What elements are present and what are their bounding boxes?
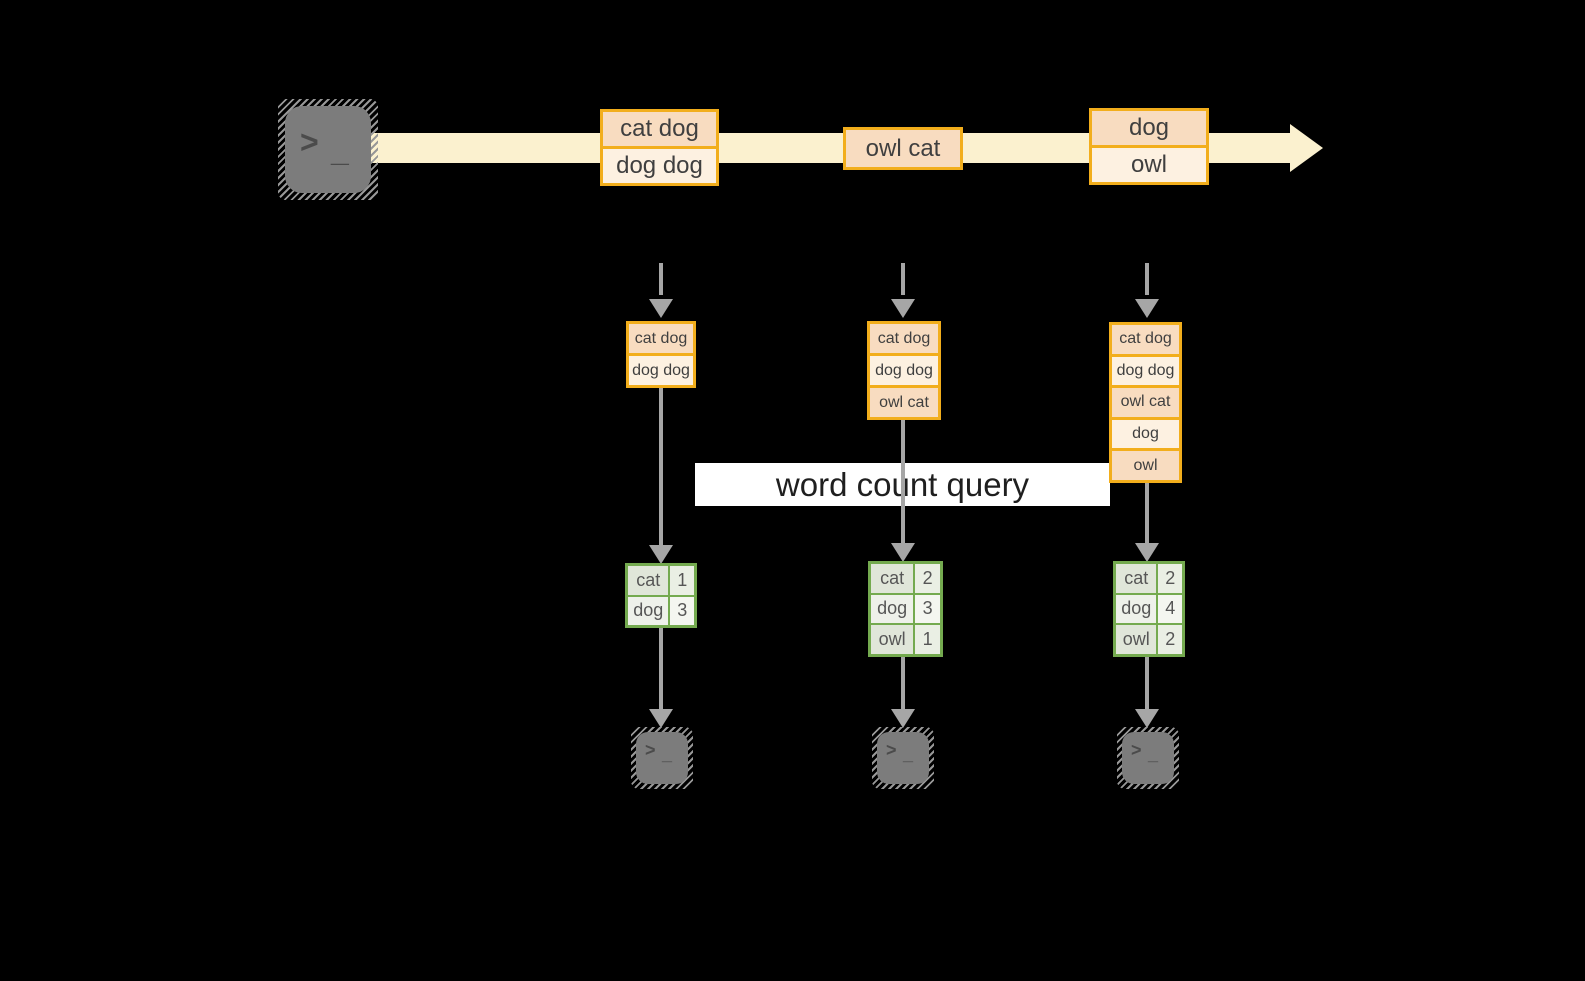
count-word-cell: owl xyxy=(871,625,914,654)
event-cell: dog dog xyxy=(603,146,716,183)
arrow-line xyxy=(901,420,905,544)
count-word-cell: dog xyxy=(871,594,914,624)
arrow-head-icon xyxy=(1135,709,1159,728)
dashed-arrow-line xyxy=(1145,263,1149,295)
arrow-head-icon xyxy=(891,709,915,728)
arrow-head-icon xyxy=(649,545,673,564)
count-word-cell: dog xyxy=(1116,594,1157,624)
count-value-cell: 1 xyxy=(915,625,940,654)
terminal-body: > _ xyxy=(1122,732,1174,784)
state-box-1: cat dog dog dog xyxy=(626,321,696,388)
count-value-cell: 2 xyxy=(1158,564,1182,593)
event-cell: cat dog xyxy=(603,112,716,146)
count-value-cell: 2 xyxy=(915,564,940,593)
count-value-cell: 4 xyxy=(1158,594,1182,624)
state-cell: owl cat xyxy=(870,385,938,417)
dashed-arrow-line xyxy=(659,263,663,295)
stream-arrowhead-icon xyxy=(1290,124,1323,172)
stream-event-box-3: dog owl xyxy=(1089,108,1209,185)
terminal-body: > _ xyxy=(636,732,688,784)
state-cell: cat dog xyxy=(870,324,938,353)
state-cell: dog dog xyxy=(1112,353,1179,386)
count-table-3: cat 2 dog 4 owl 2 xyxy=(1113,561,1185,657)
count-word-cell: owl xyxy=(1116,625,1157,654)
terminal-cursor-glyph: _ xyxy=(662,744,673,764)
terminal-prompt-glyph: > xyxy=(1131,740,1142,760)
terminal-cursor-glyph: _ xyxy=(331,132,349,168)
terminal-prompt-glyph: > xyxy=(886,740,897,760)
state-cell: cat dog xyxy=(629,324,693,353)
count-value-cell: 3 xyxy=(915,594,940,624)
stream-event-box-2: owl cat xyxy=(843,127,963,170)
arrow-head-icon xyxy=(1135,543,1159,562)
sink-terminal-icon-1: > _ xyxy=(631,727,693,789)
arrow-head-icon xyxy=(649,709,673,728)
terminal-prompt-glyph: > xyxy=(645,740,656,760)
dashed-arrow-head-icon xyxy=(1135,299,1159,318)
state-cell: owl xyxy=(1112,448,1179,480)
dashed-arrow-head-icon xyxy=(649,299,673,318)
sink-terminal-icon-2: > _ xyxy=(872,727,934,789)
count-word-cell: cat xyxy=(871,564,914,593)
count-word-cell: cat xyxy=(1116,564,1157,593)
terminal-body: > _ xyxy=(877,732,929,784)
arrow-line xyxy=(659,628,663,709)
terminal-cursor-glyph: _ xyxy=(1148,744,1159,764)
arrow-line xyxy=(1145,483,1149,544)
state-box-2: cat dog dog dog owl cat xyxy=(867,321,941,420)
arrow-line xyxy=(659,388,663,546)
count-word-cell: dog xyxy=(628,596,669,625)
arrow-line xyxy=(901,657,905,709)
terminal-prompt-glyph: > xyxy=(300,124,319,160)
arrow-head-icon xyxy=(891,543,915,562)
terminal-body: > _ xyxy=(285,106,371,193)
state-box-3: cat dog dog dog owl cat dog owl xyxy=(1109,322,1182,483)
state-cell: dog dog xyxy=(629,353,693,385)
arrow-line xyxy=(1145,657,1149,709)
count-word-cell: cat xyxy=(628,566,669,595)
count-value-cell: 2 xyxy=(1158,625,1182,654)
count-table-1: cat 1 dog 3 xyxy=(625,563,697,628)
stream-event-box-1: cat dog dog dog xyxy=(600,109,719,186)
count-value-cell: 1 xyxy=(670,566,694,595)
dashed-arrow-line xyxy=(901,263,905,295)
state-cell: dog dog xyxy=(870,353,938,385)
dashed-arrow-head-icon xyxy=(891,299,915,318)
count-table-2: cat 2 dog 3 owl 1 xyxy=(868,561,943,657)
state-cell: owl cat xyxy=(1112,385,1179,417)
sink-terminal-icon-3: > _ xyxy=(1117,727,1179,789)
event-cell: dog xyxy=(1092,111,1206,145)
count-value-cell: 3 xyxy=(670,596,694,625)
event-cell: owl cat xyxy=(846,130,960,167)
state-cell: dog xyxy=(1112,416,1179,449)
source-terminal-icon: > _ xyxy=(278,99,378,200)
terminal-cursor-glyph: _ xyxy=(903,744,914,764)
event-cell: owl xyxy=(1092,145,1206,182)
state-cell: cat dog xyxy=(1112,325,1179,354)
